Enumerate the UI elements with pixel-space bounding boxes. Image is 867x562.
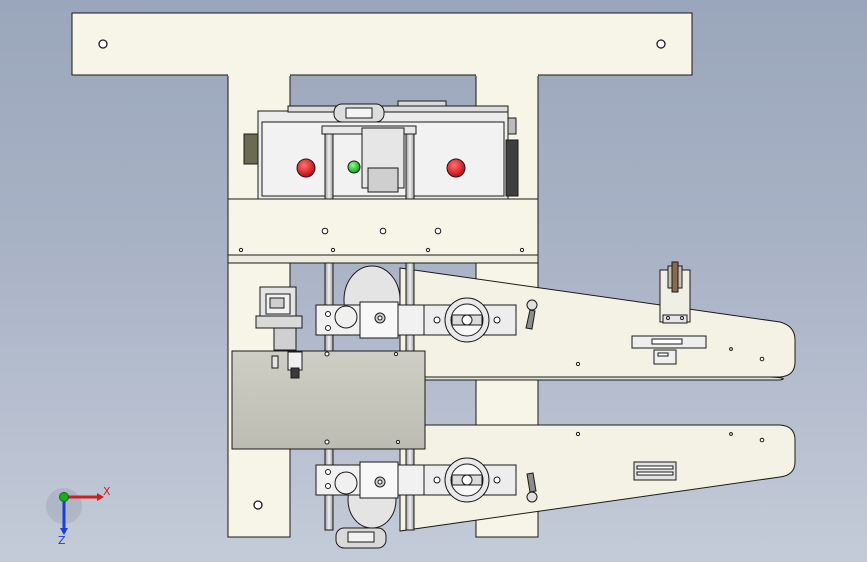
cross-plate[interactable] — [227, 198, 539, 264]
upper-lever[interactable] — [525, 299, 538, 330]
cross-plate-holes — [238, 227, 525, 253]
stop-button-left[interactable] — [296, 158, 316, 178]
axis-triad: X Z — [46, 485, 111, 547]
upper-arm[interactable] — [399, 267, 796, 381]
sensor-head[interactable] — [255, 286, 303, 351]
top-roller[interactable] — [333, 103, 385, 123]
lower-arm[interactable] — [399, 424, 796, 532]
top-crossbar[interactable] — [71, 12, 693, 76]
bottom-roller[interactable] — [335, 527, 387, 549]
start-button[interactable] — [347, 160, 361, 174]
lower-handwheel[interactable] — [433, 457, 501, 503]
z-axis-label: Z — [58, 534, 66, 547]
mount-hole — [656, 39, 666, 49]
lower-lever[interactable] — [526, 472, 538, 503]
upper-handwheel[interactable] — [433, 297, 501, 343]
cable-connectors — [271, 351, 303, 379]
upper-arm-details — [575, 335, 765, 367]
sensor-bracket[interactable] — [659, 261, 691, 324]
stop-button-right[interactable] — [446, 158, 466, 178]
control-panel[interactable] — [231, 350, 426, 450]
lower-arm-details — [575, 431, 765, 481]
x-axis-label: X — [103, 485, 111, 498]
lock-tab — [653, 349, 677, 365]
mount-hole — [98, 39, 108, 49]
lock-tab — [633, 461, 677, 481]
mount-hole — [253, 500, 263, 510]
